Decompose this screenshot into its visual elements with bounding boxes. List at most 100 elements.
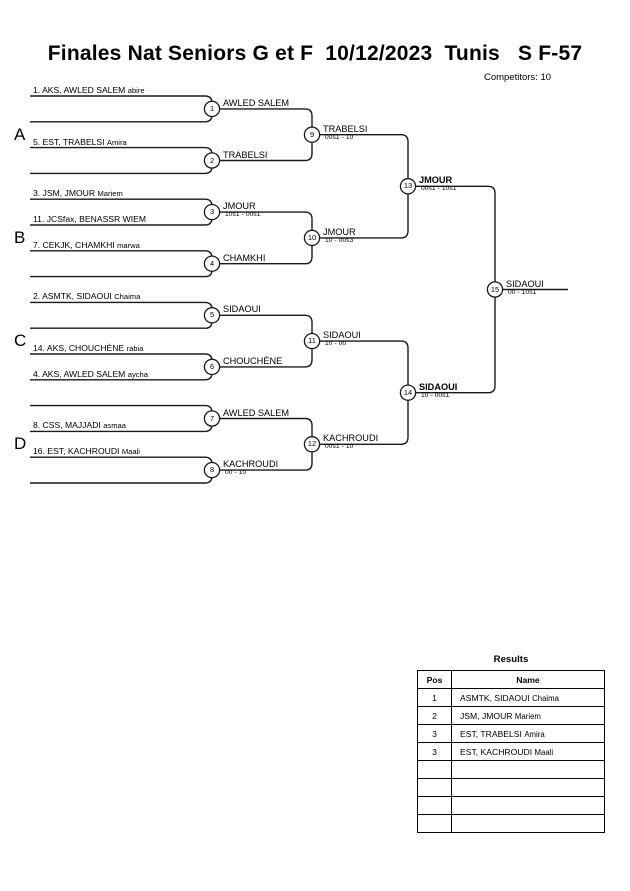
result-name: ASMTK, SIDAOUI Chaima [451,688,605,707]
result-given-name: Maali [534,747,554,757]
bracket-connector [30,404,213,413]
match-number: 3 [209,207,215,217]
result-name: EST, KACHROUDI Maali [451,742,605,761]
result-position [417,814,452,833]
result-position [417,796,452,815]
match-score: 00 - 10s1 [508,288,537,296]
result-club-name: EST, KACHROUDI [460,746,535,757]
table-row [417,796,605,815]
bracket-connector [220,314,313,334]
match-winner: SIDAOUI [323,330,361,341]
bracket-connector [30,146,213,155]
match-number: 15 [490,284,500,294]
bracket-connector [30,198,213,207]
bracket-connector [30,95,213,104]
group-label-a: A [14,124,26,144]
entry-given-name: Chaima [114,292,141,302]
result-club-name: ASMTK, SIDAOUI [460,692,533,703]
match-score: 10 - 00s3 [325,236,354,244]
result-position [417,778,452,797]
result-given-name: Chaima [532,693,559,703]
match-number: 13 [403,181,413,191]
entry-label: 3. JSM, JMOUR Mariem [33,188,123,199]
bracket-connector [220,108,313,127]
result-club-name: JSM, JMOUR [460,710,515,721]
entry-label: 16. EST, KACHROUDI Maali [33,446,140,457]
entry-label: 8. CSS, MAJJADI asmaa [33,420,126,431]
result-name [451,778,605,797]
match-score: 10s1 - 00s1 [225,211,261,219]
match-number: 8 [209,465,215,475]
match-winner: TRABELSI [323,123,368,134]
entry-label: 11. JCSfax, BENASSR WIEM [33,214,146,225]
bracket-connector [30,250,213,258]
match-score: 00 - 10 [225,469,247,477]
result-position: 3 [417,724,452,743]
bracket-connector [30,166,213,175]
bracket-connector [30,321,213,329]
entry-club-name: 7. CEKJK, CHAMKHI [33,239,118,250]
entry-given-name: asmaa [103,421,126,431]
match-score: 00s1 - 10s1 [421,185,457,193]
match-score: 10 - 00 [325,340,347,348]
entry-club-name: 11. JCSfax, BENASSR WIEM [33,214,147,224]
result-given-name: Mariem [514,711,541,721]
group-label-d: D [14,434,27,454]
result-name [451,760,605,779]
competitors-count: Competitors: 10 [483,72,552,83]
group-label-b: B [14,227,26,247]
bracket-connector [30,269,213,278]
match-winner: AWLED SALEM [223,407,290,418]
match-winner: KACHROUDI [223,459,279,470]
results-title: Results [493,654,529,665]
table-row [417,778,605,797]
result-position [417,760,452,779]
entry-club-name: 4. AKS, AWLED SALEM [33,368,128,379]
entry-club-name: 3. JSM, JMOUR [33,188,98,199]
match-number: 6 [209,361,215,371]
entry-given-name: Maali [121,447,140,457]
bracket-connector [416,185,496,282]
bracket-connector [30,456,213,465]
page-title: Finales Nat Seniors G et F 10/12/2023 Tu… [47,42,583,65]
entry-club-name: 8. CSS, MAJJADI [33,420,104,431]
entry-given-name: rabia [126,344,144,353]
bracket-connector [416,297,496,394]
match-number: 4 [209,258,215,268]
match-score: 00s1 - 10 [325,133,354,141]
result-name [451,796,605,815]
match-winner: CHAMKHI [223,252,266,263]
entry-club-name: 5. EST, TRABELSI [33,136,107,147]
result-club-name: EST, TRABELSI [460,728,525,739]
results-header-row: Pos Name [417,670,605,689]
match-winner: AWLED SALEM [223,97,290,108]
results-col-pos: Pos [417,670,452,689]
match-winner: JMOUR [419,175,453,186]
result-position: 3 [417,742,452,761]
entry-given-name: abire [127,86,145,95]
entry-given-name: marwa [117,240,140,250]
group-label-c: C [14,331,27,351]
entry-label: 2. ASMTK, SIDAOUI Chaima [33,291,140,302]
bracket-connector [30,475,213,484]
bracket-connector [30,301,213,310]
results-col-name: Name [451,670,605,689]
entry-club-name: 14. AKS, CHOUCHÈNE [33,343,127,353]
match-winner: SIDAOUI [506,278,544,289]
match-number: 12 [307,439,317,449]
match-number: 10 [307,232,317,242]
match-number: 5 [209,310,215,320]
bracket-connector [220,417,313,437]
table-row [417,814,605,833]
result-position: 2 [417,706,452,725]
bracket-connector [30,353,213,362]
match-number: 14 [403,387,413,397]
result-name: EST, TRABELSI Amira [451,724,605,743]
match-number: 2 [209,155,215,165]
match-winner: SIDAOUI [419,381,458,392]
entry-given-name: Mariem [97,189,123,199]
